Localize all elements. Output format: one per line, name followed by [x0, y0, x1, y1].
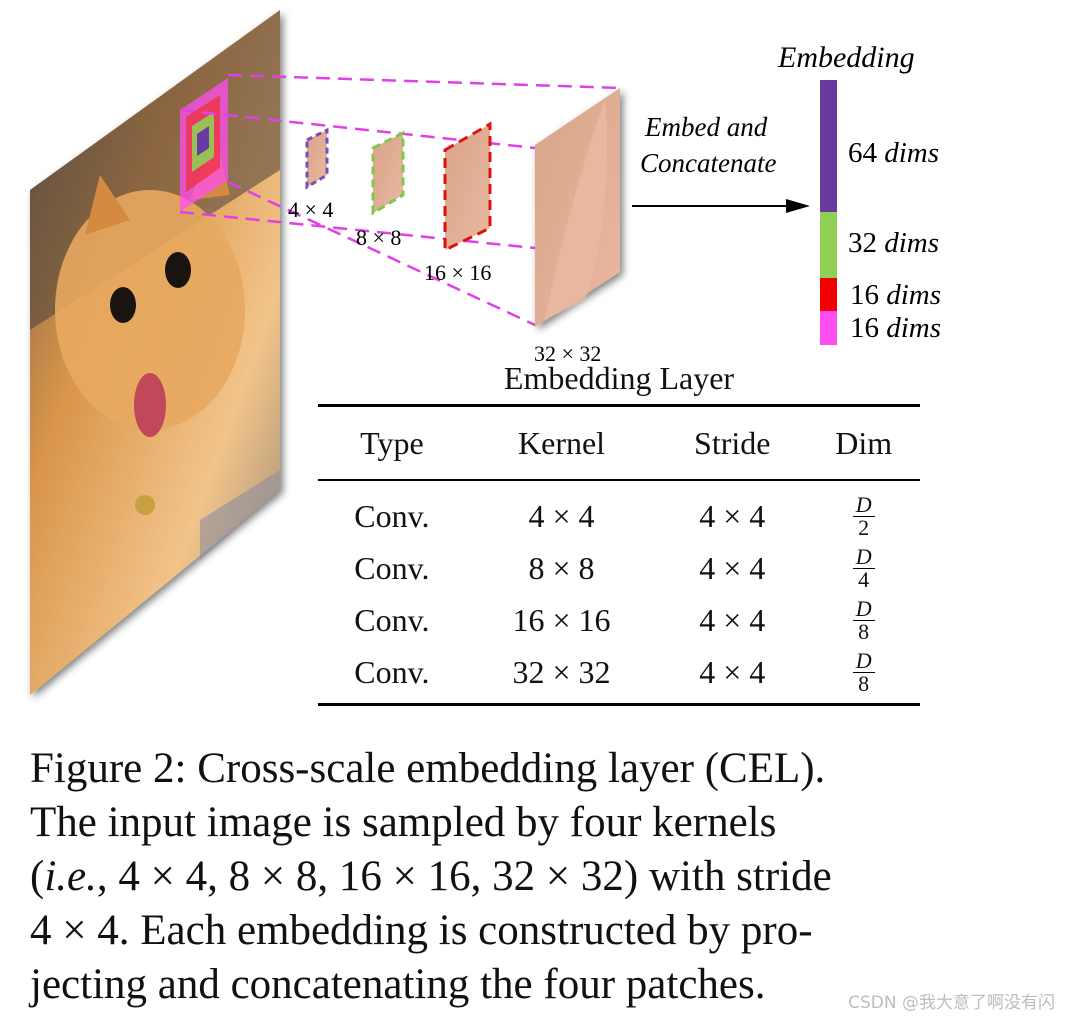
- header-type: Type: [318, 404, 466, 481]
- cat-bell: [135, 495, 155, 515]
- header-stride: Stride: [657, 404, 808, 481]
- cell-stride: 4 × 4: [699, 549, 766, 586]
- header-kernel: Kernel: [465, 404, 658, 481]
- cell-kernel: 8 × 8: [528, 549, 595, 586]
- dims-label-16b: 16 dims: [850, 312, 941, 344]
- patch-label-8: 8 × 8: [356, 225, 401, 250]
- patch-8x8: [371, 130, 405, 216]
- watermark: CSDN @我大意了啊没有闪: [848, 993, 1055, 1013]
- embedding-segment-64: [820, 80, 837, 212]
- cell-stride: 4 × 4: [699, 601, 766, 638]
- caption-line: (i.e., 4 × 4, 8 × 8, 16 × 16, 32 × 32) w…: [30, 853, 832, 900]
- cell-type: Conv.: [354, 601, 430, 638]
- cat-head: [55, 190, 245, 430]
- cat-ear-left: [85, 175, 130, 235]
- cell-type: Conv.: [354, 497, 430, 534]
- kernel-4-overlay: [197, 126, 209, 156]
- patch-16x16: [443, 121, 492, 253]
- embedding-segment-16b: [820, 311, 837, 345]
- caption-line: jecting and concatenating the four patch…: [30, 961, 766, 1008]
- table-title: Embedding Layer: [503, 360, 735, 396]
- cat-mouth: [134, 373, 166, 437]
- input-image: [30, 10, 280, 695]
- embedding-bar: [820, 80, 837, 345]
- embedding-segment-32: [820, 212, 837, 278]
- embed-arrow: [632, 199, 810, 213]
- arrow-label-line2: Concatenate: [640, 148, 776, 178]
- dims-label-32: 32 dims: [848, 227, 939, 259]
- table-header-row: Type Kernel Stride Dim: [318, 404, 920, 481]
- cell-stride: 4 × 4: [699, 497, 766, 534]
- figure-caption: Figure 2: Cross-scale embedding layer (C…: [30, 742, 958, 1012]
- caption-line: The input image is sampled by four kerne…: [30, 799, 777, 846]
- embedding-segment-16a: [820, 278, 837, 311]
- caption-line: 4 × 4. Each embedding is constructed by …: [30, 907, 813, 954]
- patch-label-4: 4 × 4: [288, 197, 333, 222]
- cat-ear-closeup: [545, 100, 608, 320]
- patch-4x4: [305, 127, 329, 190]
- header-dim: Dim: [807, 404, 920, 481]
- arrow-label-line1: Embed and: [644, 112, 768, 142]
- cat-eye-right: [165, 252, 191, 288]
- cell-type: Conv.: [318, 646, 466, 706]
- cell-type: Conv.: [354, 549, 430, 586]
- patch-label-32: 32 × 32: [534, 341, 601, 366]
- cell-kernel: 4 × 4: [528, 497, 595, 534]
- cel-figure: 4 × 4 8 × 8 16 × 16 32 × 32 Embed and Co…: [30, 10, 941, 695]
- image-blanket: [200, 470, 280, 560]
- cell-kernel: 32 × 32: [465, 646, 658, 706]
- cell-kernel: 16 × 16: [512, 601, 611, 638]
- embedding-layer-table: Type Kernel Stride Dim Conv. 4 × 4 4 × 4…: [318, 404, 920, 706]
- cell-stride: 4 × 4: [657, 646, 808, 706]
- caption-line: Figure 2: Cross-scale embedding layer (C…: [30, 745, 826, 792]
- dims-label-16a: 16 dims: [850, 279, 941, 311]
- cat-eye-left: [110, 287, 136, 323]
- embedding-title: Embedding: [777, 41, 915, 74]
- patch-32x32: [535, 88, 620, 327]
- patch-label-16: 16 × 16: [424, 260, 491, 285]
- dims-label-64: 64 dims: [848, 137, 939, 169]
